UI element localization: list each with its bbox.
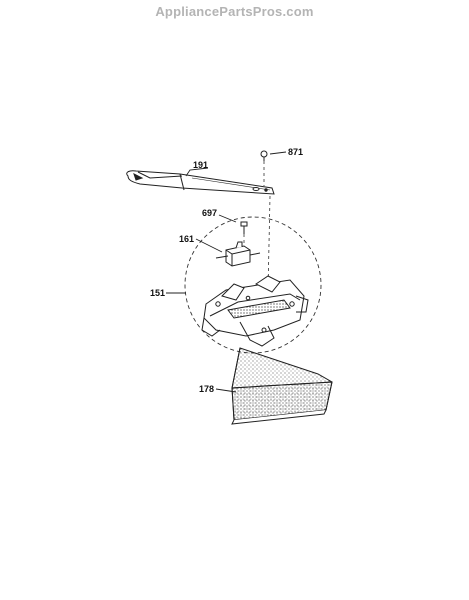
callout-161: 161 <box>179 234 194 244</box>
latch-handle <box>126 170 275 195</box>
switch-161 <box>215 241 261 267</box>
leader-lines <box>166 151 287 393</box>
callout-178: 178 <box>199 384 214 394</box>
insulation-block-178 <box>231 347 333 425</box>
callout-191: 191 <box>193 160 208 170</box>
callout-151: 151 <box>150 288 165 298</box>
screw-697 <box>240 221 248 234</box>
lock-assembly <box>201 275 309 347</box>
callout-697: 697 <box>202 208 217 218</box>
screw-871 <box>260 150 268 161</box>
callout-871: 871 <box>288 147 303 157</box>
watermark: AppliancePartsPros.com <box>155 4 314 19</box>
alignment-lines <box>243 161 271 293</box>
